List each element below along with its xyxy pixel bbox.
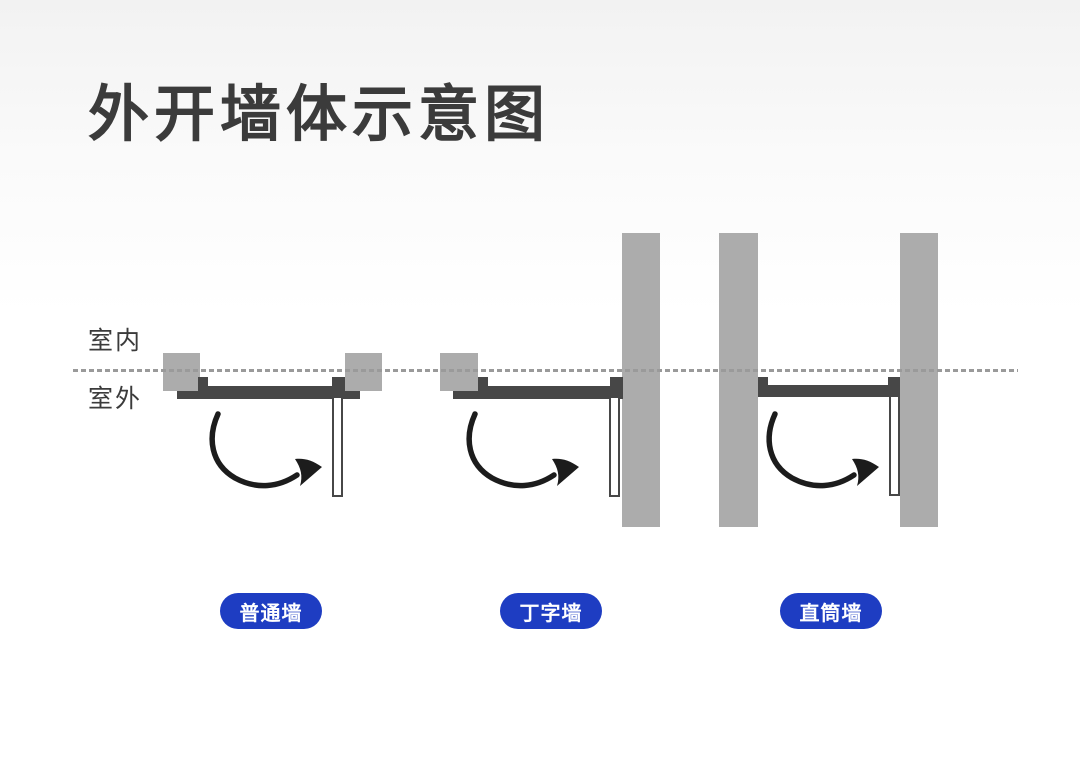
wall-stub-left: [440, 353, 478, 391]
door-swing-arrow: [763, 408, 881, 498]
door-frame-bar: [758, 385, 900, 397]
indoor-outdoor-divider-dashed-line: [73, 369, 1018, 372]
indoor-label: 室内: [88, 327, 143, 355]
page-title: 外开墙体示意图: [88, 80, 551, 148]
door-swing-arrow: [463, 408, 581, 498]
badge-ordinary-wall: 普通墙: [220, 593, 322, 629]
door-leaf-open: [889, 395, 900, 496]
wall-stub-right: [345, 353, 382, 391]
badge-straight-tube-wall: 直筒墙: [780, 593, 882, 629]
door-frame-flange: [177, 391, 360, 399]
wall-column-right: [900, 233, 938, 527]
door-frame-flange: [453, 391, 623, 399]
outdoor-label: 室外: [88, 385, 143, 413]
wall-column-left: [719, 233, 758, 527]
door-swing-arrow: [206, 408, 324, 498]
badge-t-shaped-wall: 丁字墙: [500, 593, 602, 629]
wall-stub-left: [163, 353, 200, 391]
door-leaf-open: [609, 396, 620, 497]
door-leaf-open: [332, 396, 343, 497]
wall-column-right: [622, 233, 660, 527]
